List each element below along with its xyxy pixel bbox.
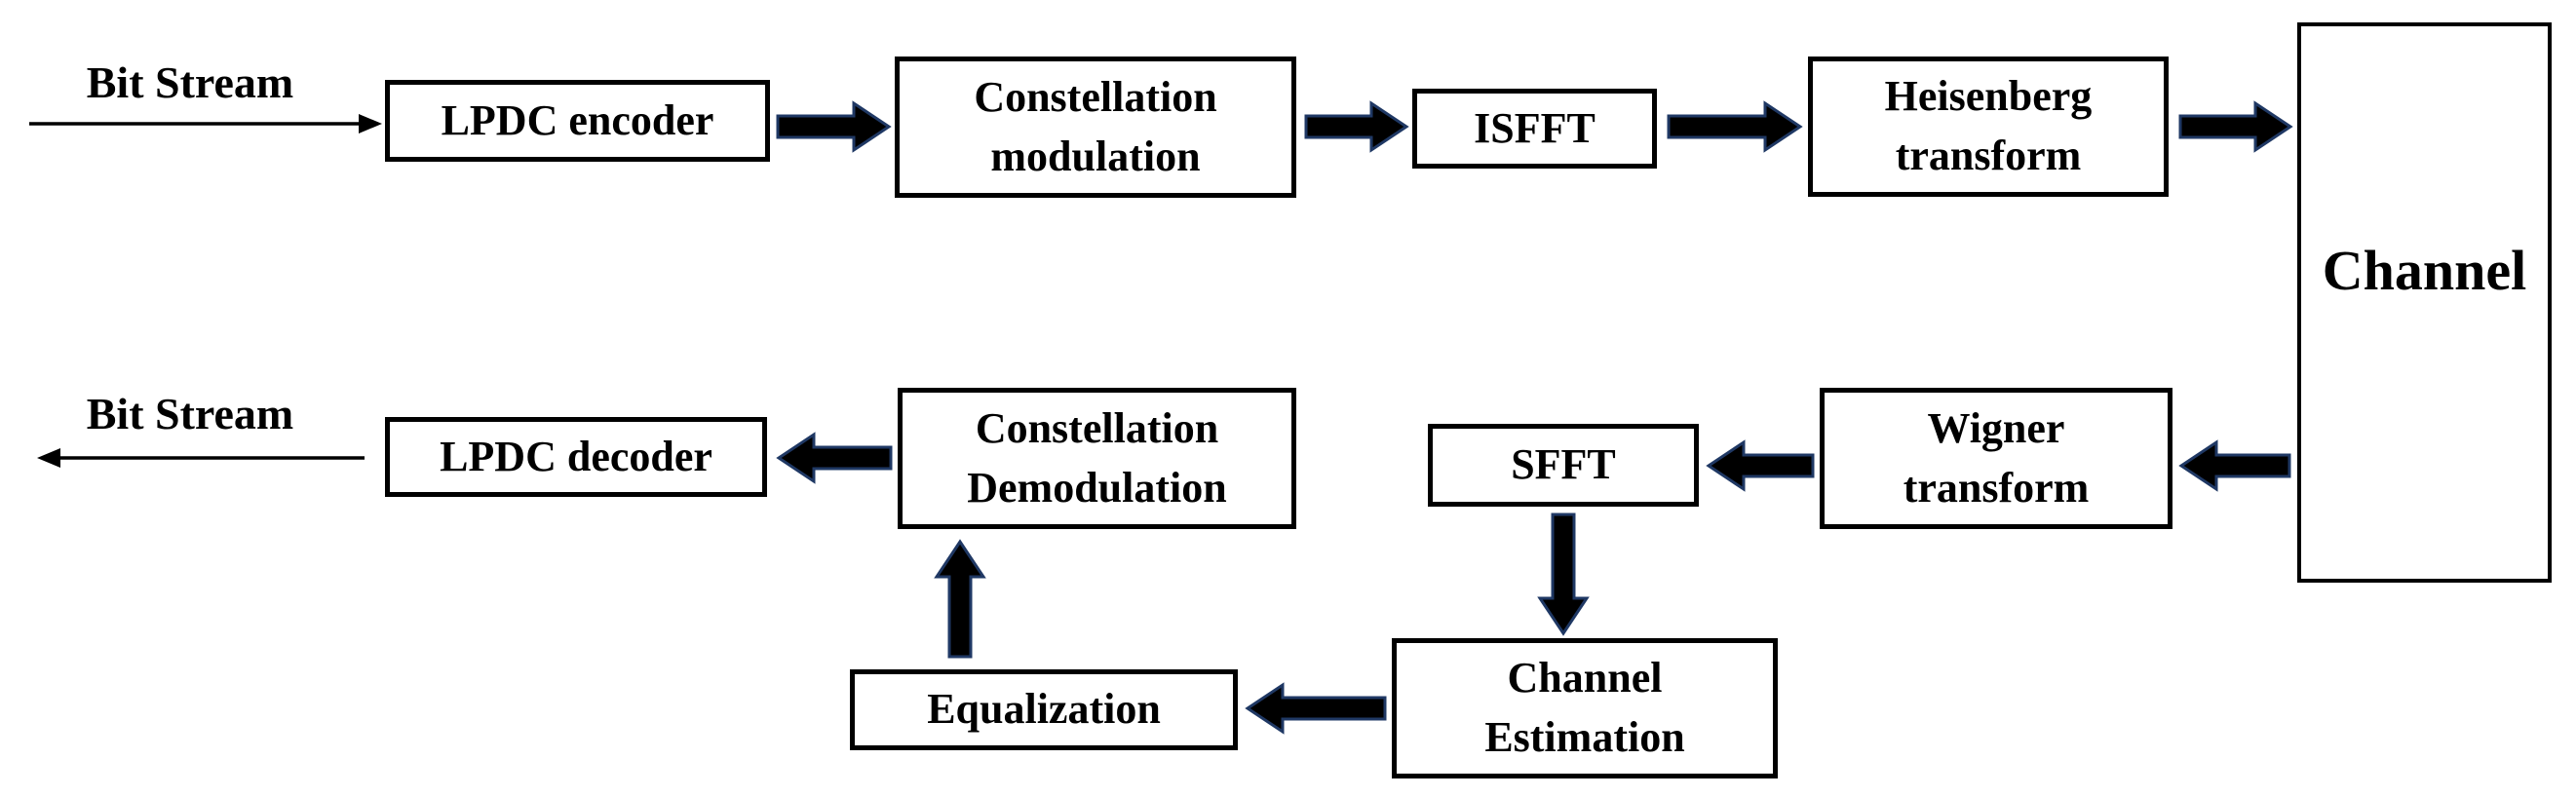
node-constellation-modulation: Constellation modulation xyxy=(895,57,1296,198)
bit-stream-in-label: Bit Stream xyxy=(86,57,294,107)
arrow-heisenberg-to-channel xyxy=(2178,100,2293,153)
node-lpdc-decoder: LPDC decoder xyxy=(385,417,767,497)
node-wigner-transform: Wigner transform xyxy=(1820,388,2172,529)
arrow-channel-to-wigner xyxy=(2178,439,2291,492)
arrow-isfft-to-heisenberg xyxy=(1667,100,1803,153)
node-channel-estimation: Channel Estimation xyxy=(1392,638,1778,778)
arrow-estimation-to-equalization xyxy=(1245,682,1387,735)
bit-stream-in-arrowhead xyxy=(359,114,382,133)
node-constellation-demodulation: Constellation Demodulation xyxy=(898,388,1296,529)
node-isfft: ISFFT xyxy=(1412,89,1657,169)
arrow-modulation-to-isfft xyxy=(1304,100,1409,153)
arrow-equalization-up-to-demodulation xyxy=(934,539,986,659)
node-lpdc-encoder: LPDC encoder xyxy=(385,80,770,162)
arrow-demodulation-to-decoder xyxy=(776,432,893,484)
bit-stream-out-label: Bit Stream xyxy=(86,389,294,438)
node-channel: Channel xyxy=(2297,22,2552,583)
node-heisenberg-transform: Heisenberg transform xyxy=(1808,57,2169,197)
node-sfft: SFFT xyxy=(1428,424,1699,507)
arrow-wigner-to-sfft xyxy=(1706,439,1815,492)
bit-stream-out-arrowhead xyxy=(37,448,60,468)
node-equalization: Equalization xyxy=(850,669,1238,750)
arrow-encoder-to-modulation xyxy=(776,100,892,153)
arrow-sfft-down-to-estimation xyxy=(1537,512,1590,636)
